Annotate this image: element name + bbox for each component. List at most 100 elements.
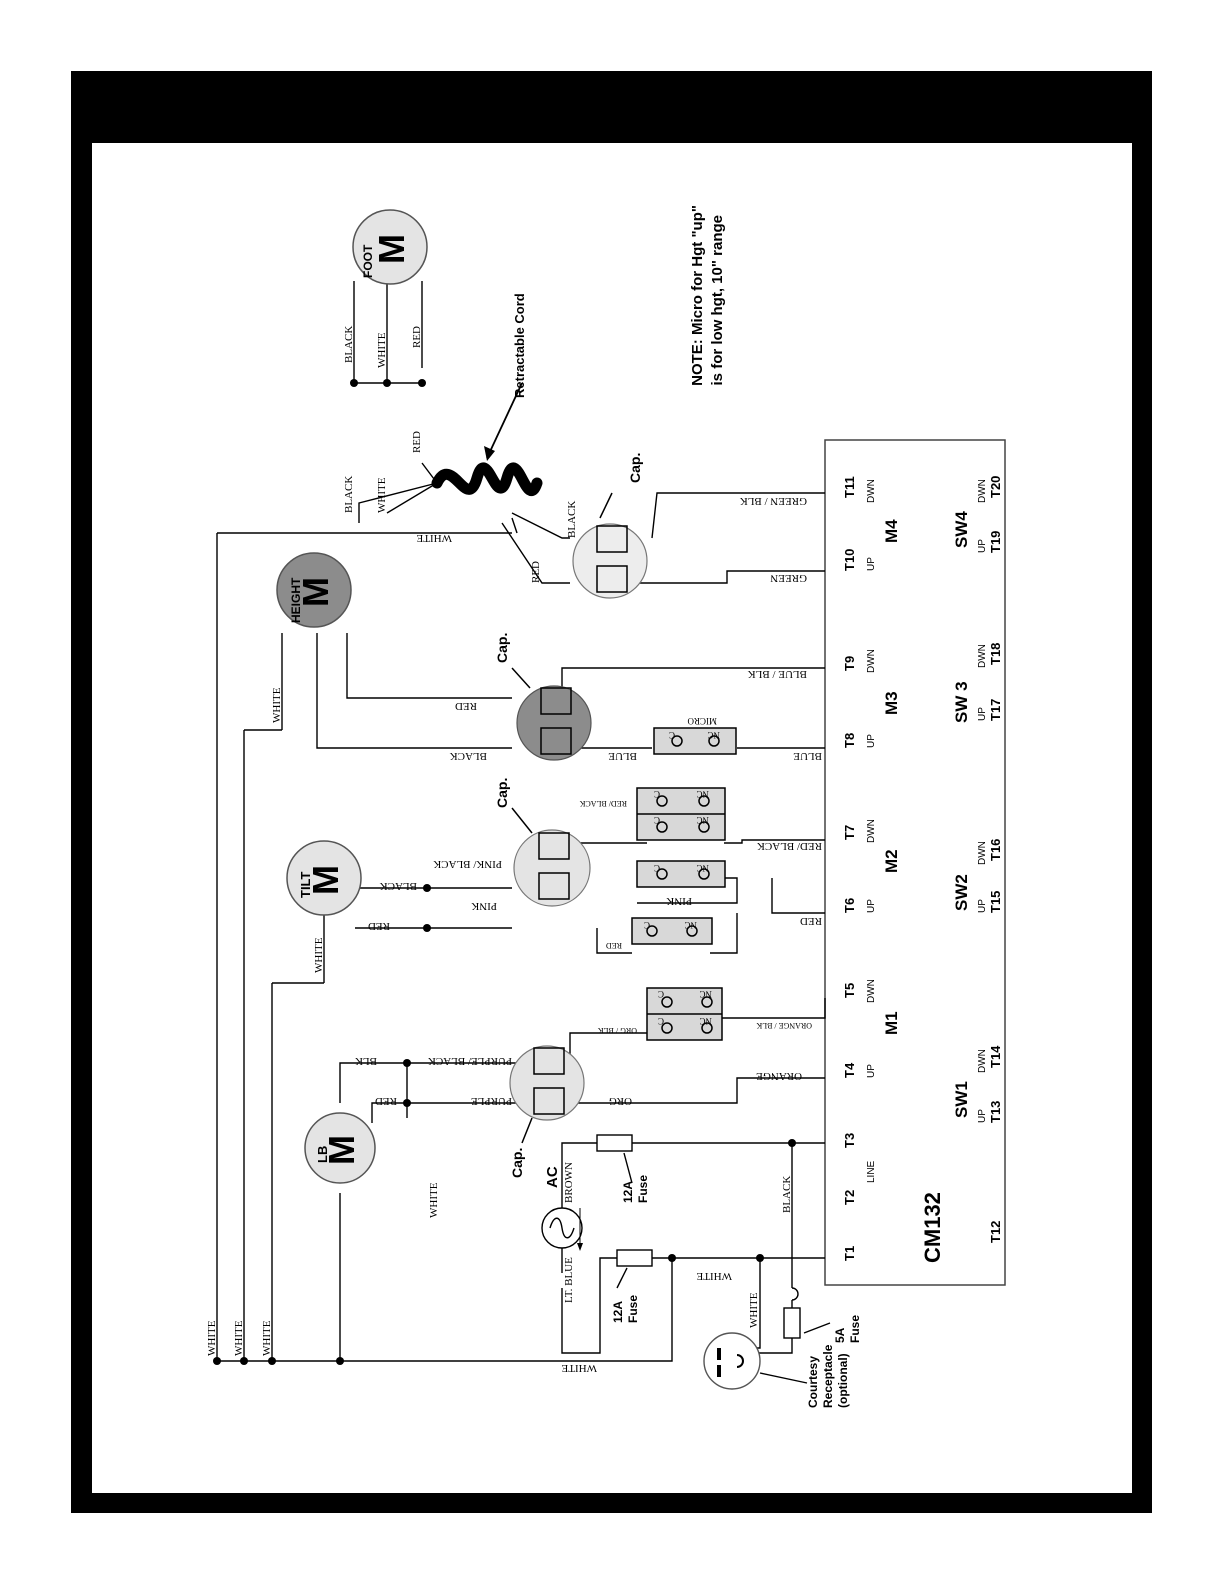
controller-box	[824, 439, 1006, 1286]
sw3-dwn-label: DWN	[977, 644, 988, 668]
terminal-t8: T8	[842, 733, 857, 748]
wire-red-t6: RED	[800, 915, 822, 927]
ac-label: AC	[544, 1166, 561, 1188]
sw4-dwn-label: DWN	[977, 479, 988, 503]
switch-sw1: SW1	[952, 1081, 971, 1118]
cap-arrow-m4	[599, 492, 613, 519]
wire-orange-blk: ORANGE / BLK	[756, 1021, 812, 1030]
micro-switch-m1	[646, 987, 723, 1041]
wire-white-cord: WHITE	[376, 477, 388, 513]
cord-arrow	[486, 382, 523, 459]
wire-black-tilt: BLACK	[380, 880, 417, 892]
receptacle-line-3: (optional)	[836, 1353, 850, 1408]
fuse-12a-top-rating: 12A	[621, 1181, 635, 1203]
m1-c-label-b: C	[658, 1016, 664, 1026]
wire-blue-t8: BLUE	[793, 750, 822, 762]
wire-green-blk: GREEN / BLK	[740, 495, 807, 507]
m2-c-label-a: C	[654, 789, 660, 799]
wire-white-2: WHITE	[233, 1320, 245, 1356]
wire-white-t1: WHITE	[696, 1270, 732, 1282]
terminal-t11: T11	[842, 476, 857, 498]
wire-red-cord: RED	[411, 431, 423, 453]
channel-m3: M3	[882, 691, 901, 715]
terminal-t3: T3	[842, 1133, 857, 1148]
controller-name: CM132	[920, 1192, 945, 1263]
wire-black-height: BLACK	[450, 750, 487, 762]
wire-white-motor: WHITE	[376, 332, 388, 368]
wire-white-5: WHITE	[313, 937, 325, 973]
cap-arrow-m3	[511, 667, 531, 689]
cap-arrow-m1	[521, 1117, 533, 1144]
t6-up-label: UP	[866, 899, 877, 913]
terminal-t7: T7	[842, 825, 857, 840]
t5-dwn-label: DWN	[866, 979, 877, 1003]
wire-red-black: RED/ BLACK	[757, 840, 822, 852]
terminal-t14: T14	[988, 1045, 1003, 1068]
motor-lb-symbol: M	[321, 1135, 362, 1165]
terminal-t6: T6	[842, 898, 857, 913]
terminal-t9: T9	[842, 656, 857, 671]
sw2-up-label: UP	[977, 899, 988, 913]
terminal-t13: T13	[988, 1101, 1003, 1123]
wire-black-motor: BLACK	[343, 326, 355, 363]
wire-red-black-small: RED/ BLACK	[579, 799, 627, 808]
wire-red-height: RED	[455, 700, 477, 712]
wire-brown: BROWN	[563, 1162, 575, 1203]
fuse-12a-bottom-rating: 12A	[611, 1301, 625, 1323]
wire-pink-sw: PINK	[666, 895, 692, 907]
terminal-t16: T16	[988, 839, 1003, 861]
note-line-1: NOTE: Micro for Hgt "up"	[689, 205, 706, 386]
motor-lb-label: LB	[315, 1146, 330, 1163]
wire-white-1: WHITE	[206, 1320, 218, 1356]
m1-nc-label-a: NC	[699, 989, 712, 999]
capacitor-m4	[572, 523, 648, 599]
wire-white-7: WHITE	[748, 1292, 760, 1328]
wire-org-blk: ORG / BLK	[598, 1026, 637, 1035]
terminal-t15: T15	[988, 891, 1003, 913]
micro-switch-m2-up-a	[636, 860, 726, 888]
sw4-up-label: UP	[977, 539, 988, 553]
retractable-cord-coil	[431, 462, 543, 497]
terminal-t19: T19	[988, 531, 1003, 553]
m2-nc-label-c: NC	[696, 863, 709, 873]
courtesy-receptacle	[703, 1332, 761, 1390]
micro-switch-m3	[653, 727, 737, 755]
wire-purple: PURPLE	[471, 1095, 512, 1107]
sw1-up-label: UP	[977, 1109, 988, 1123]
cap-label-m4: Cap.	[627, 453, 643, 483]
switch-sw2: SW2	[952, 874, 971, 911]
t4-up-label: UP	[866, 1064, 877, 1078]
channel-m2: M2	[882, 849, 901, 873]
wire-black-line: BLACK	[781, 1176, 793, 1213]
wire-black-foot: BLACK	[566, 501, 578, 538]
m1-c-label-a: C	[658, 989, 664, 999]
t9-dwn-label: DWN	[866, 649, 877, 673]
wire-white-top: WHITE	[416, 532, 452, 544]
receptacle-line-2: Receptacle	[821, 1344, 835, 1408]
motor-tilt: TILT M	[286, 840, 362, 916]
fuse-5a-label: Fuse	[848, 1315, 862, 1343]
m2-nc-label-a: NC	[696, 789, 709, 799]
wire-red-foot: RED	[530, 561, 542, 583]
fuse-12a-top-label: Fuse	[636, 1175, 650, 1203]
ac-source	[541, 1207, 583, 1251]
wire-blue-blk: BLUE / BLK	[748, 668, 807, 680]
wire-red-lb: RED	[375, 1095, 397, 1107]
capacitor-m2	[513, 829, 591, 907]
wire-blk-lb: BLK	[355, 1055, 377, 1067]
note: NOTE: Micro for Hgt "up" is for low hgt,…	[689, 205, 726, 386]
motor-height: HEIGHT M	[276, 552, 352, 628]
m2-c-label-b: C	[654, 815, 660, 825]
m2-nc-label-d: NC	[684, 920, 697, 930]
sw3-up-label: UP	[977, 707, 988, 721]
cap-label-m1: Cap.	[509, 1148, 525, 1178]
terminal-t2: T2	[842, 1190, 857, 1205]
m3-c-label: C	[669, 730, 675, 740]
diagram-sheet: NOTE: Micro for Hgt "up" is for low hgt,…	[92, 143, 1132, 1493]
sw2-dwn-label: DWN	[977, 841, 988, 865]
motor-foot-symbol: M	[371, 234, 412, 264]
m2-c-label-c: C	[654, 863, 660, 873]
motor-tilt-symbol: M	[305, 865, 346, 895]
wire-purple-black: PURPLE/ BLACK	[428, 1055, 512, 1067]
t11-dwn-label: DWN	[866, 479, 877, 503]
